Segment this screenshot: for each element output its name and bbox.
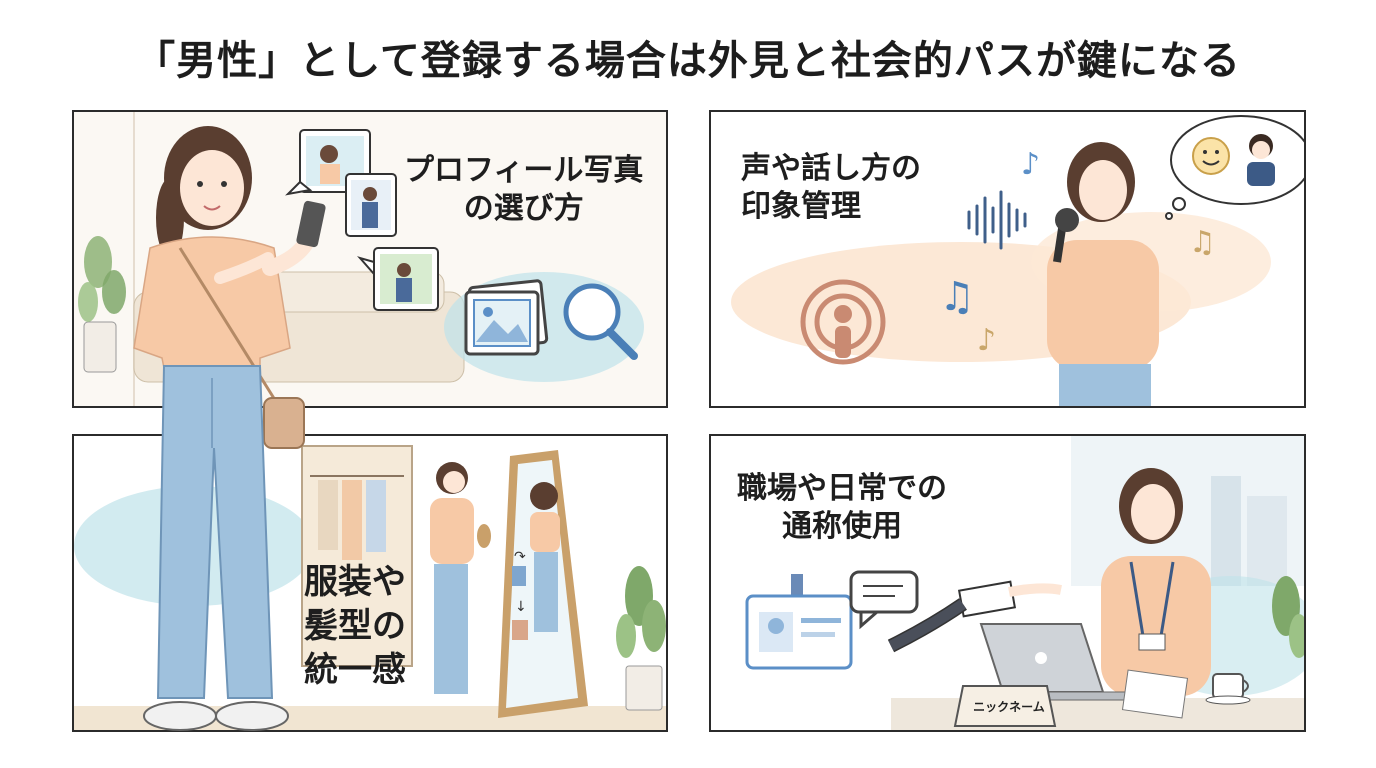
workplace-scene bbox=[745, 436, 1304, 730]
page-title: 「男性」として登録する場合は外見と社会的パスが鍵になる bbox=[135, 38, 1241, 84]
standing-woman-figure bbox=[133, 126, 326, 731]
photo-bubble-3-icon bbox=[357, 247, 439, 311]
thought-bubble-icon bbox=[1165, 115, 1304, 220]
chat-bubble-icon bbox=[849, 570, 919, 630]
music-note-icon: ♫ bbox=[1189, 225, 1216, 260]
smile-icon bbox=[1192, 137, 1230, 175]
sound-wave-icon bbox=[967, 190, 1027, 250]
id-badge-icon bbox=[745, 574, 853, 670]
business-card bbox=[887, 580, 1062, 653]
woman-at-mirror bbox=[430, 462, 491, 694]
voice-scene: ♪ ♫ ♪ ♫ bbox=[731, 115, 1304, 406]
laptop bbox=[979, 623, 1132, 701]
potted-plant bbox=[616, 566, 666, 711]
singer-figure bbox=[1047, 142, 1159, 406]
photo-bubble-2-icon bbox=[345, 173, 397, 237]
magnifier-icon bbox=[563, 283, 638, 360]
caption-voice: 声や話し方の 印象管理 bbox=[741, 151, 921, 224]
music-note-icon: ♪ bbox=[1021, 147, 1040, 182]
caption-workplace: 職場や日常での 通称使用 bbox=[737, 471, 947, 544]
podcast-icon bbox=[800, 279, 886, 365]
svg-text:↷: ↷ bbox=[514, 549, 526, 565]
potted-plant bbox=[78, 236, 126, 373]
photo-stack-icon bbox=[464, 279, 549, 356]
music-note-icon: ♪ bbox=[977, 323, 996, 358]
caption-style: 服装や 髪型の 統一感 bbox=[304, 562, 406, 691]
coffee-icon bbox=[1205, 673, 1251, 705]
caption-profile: プロフィール写真 の選び方 bbox=[404, 153, 644, 226]
office-worker bbox=[1101, 468, 1211, 696]
svg-text:↓: ↓ bbox=[515, 599, 527, 615]
closet bbox=[301, 445, 413, 667]
nameplate-label: ニックネーム bbox=[973, 700, 1045, 714]
panel-workplace: ニックネーム 職場や日常での 通称使用 bbox=[709, 434, 1306, 732]
nameplate bbox=[953, 685, 1057, 727]
panel-voice: ♪ ♫ ♪ ♫ 声や話し方の bbox=[709, 110, 1306, 408]
music-note-icon: ♫ bbox=[939, 274, 975, 320]
standing-mirror: ↷ ↓ bbox=[498, 450, 588, 718]
